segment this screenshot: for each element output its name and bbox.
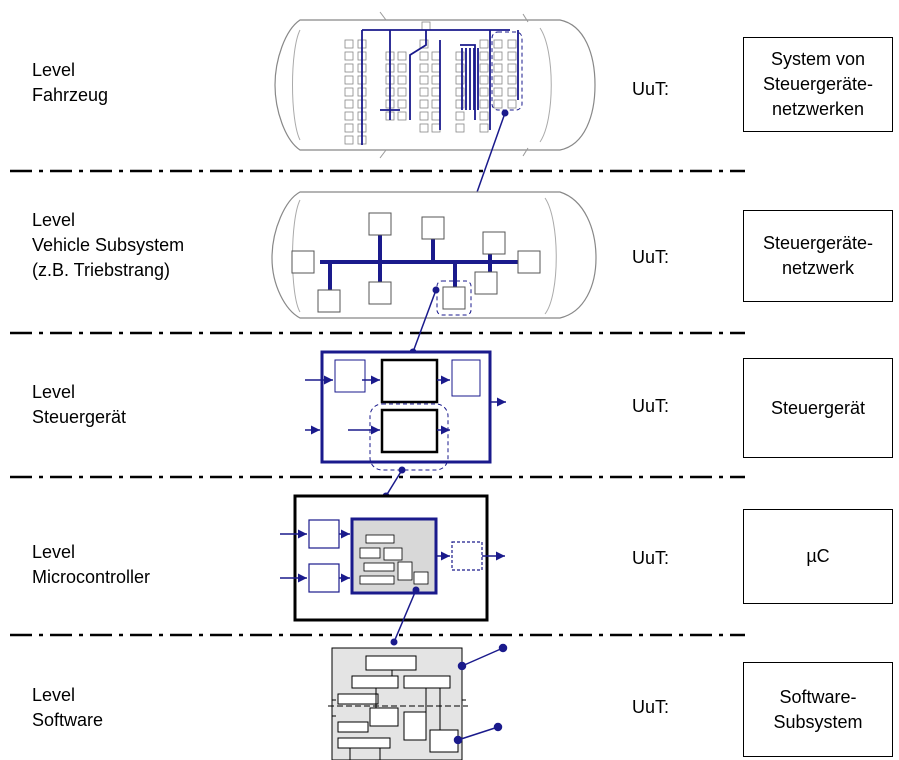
ecu-block-icon [305,350,506,471]
uut-box-steuergeraet: Steuergerät [743,358,893,458]
level-word: Level [32,210,76,230]
ecu-nodes [291,212,541,313]
box-line: Steuergeräte- [762,233,874,253]
level-name: Fahrzeug [32,85,109,105]
level-name: Vehicle Subsystem [32,235,185,255]
level-label-steuergeraet: Level Steuergerät [32,380,126,430]
car-top-icon [274,11,596,159]
uut-label-subsystem: UuT: [632,247,670,267]
uut-label-microcontroller: UuT: [632,548,670,568]
level-name: Software [32,710,104,730]
level-label-microcontroller: Level Microcontroller [32,540,150,590]
microcontroller-icon [280,494,505,622]
zoom-connector [382,466,406,500]
level-name: Steuergerät [32,407,127,427]
car-subsystem-icon [271,191,597,319]
box-line: netzwerken [771,99,865,119]
level-name: Microcontroller [32,567,151,587]
uut-box-software: Software- Subsystem [743,662,893,757]
box-line: Subsystem [773,711,863,732]
module-grid [344,21,517,145]
box-line: Steuergeräte- [762,74,874,94]
level-label-software: Level Software [32,683,103,733]
level-word: Level [32,542,76,562]
box-line: µC [806,546,830,566]
level-label-fahrzeug: Level Fahrzeug [32,58,108,108]
uut-label-software: UuT: [632,697,670,717]
uut-box-microcontroller: µC [743,509,893,604]
uut-label-fahrzeug: UuT: [632,79,670,99]
box-line: System von [770,49,866,69]
zoom-connector [390,586,420,646]
level-extra: (z.B. Triebstrang) [32,260,171,280]
level-label-subsystem: Level Vehicle Subsystem (z.B. Triebstran… [32,208,184,283]
uut-box-fahrzeug: System von Steuergeräte- netzwerken [743,37,893,132]
box-line: Software- [779,686,857,707]
network-lines [361,29,519,145]
box-line: netzwerk [781,258,855,278]
uut-box-subsystem: Steuergeräte- netzwerk [743,210,893,302]
box-line: Steuergerät [770,397,866,418]
uut-label-steuergeraet: UuT: [632,396,670,416]
level-word: Level [32,685,76,705]
level-separators [10,169,745,637]
level-word: Level [32,382,76,402]
level-word: Level [32,60,76,80]
software-icon [328,643,508,760]
